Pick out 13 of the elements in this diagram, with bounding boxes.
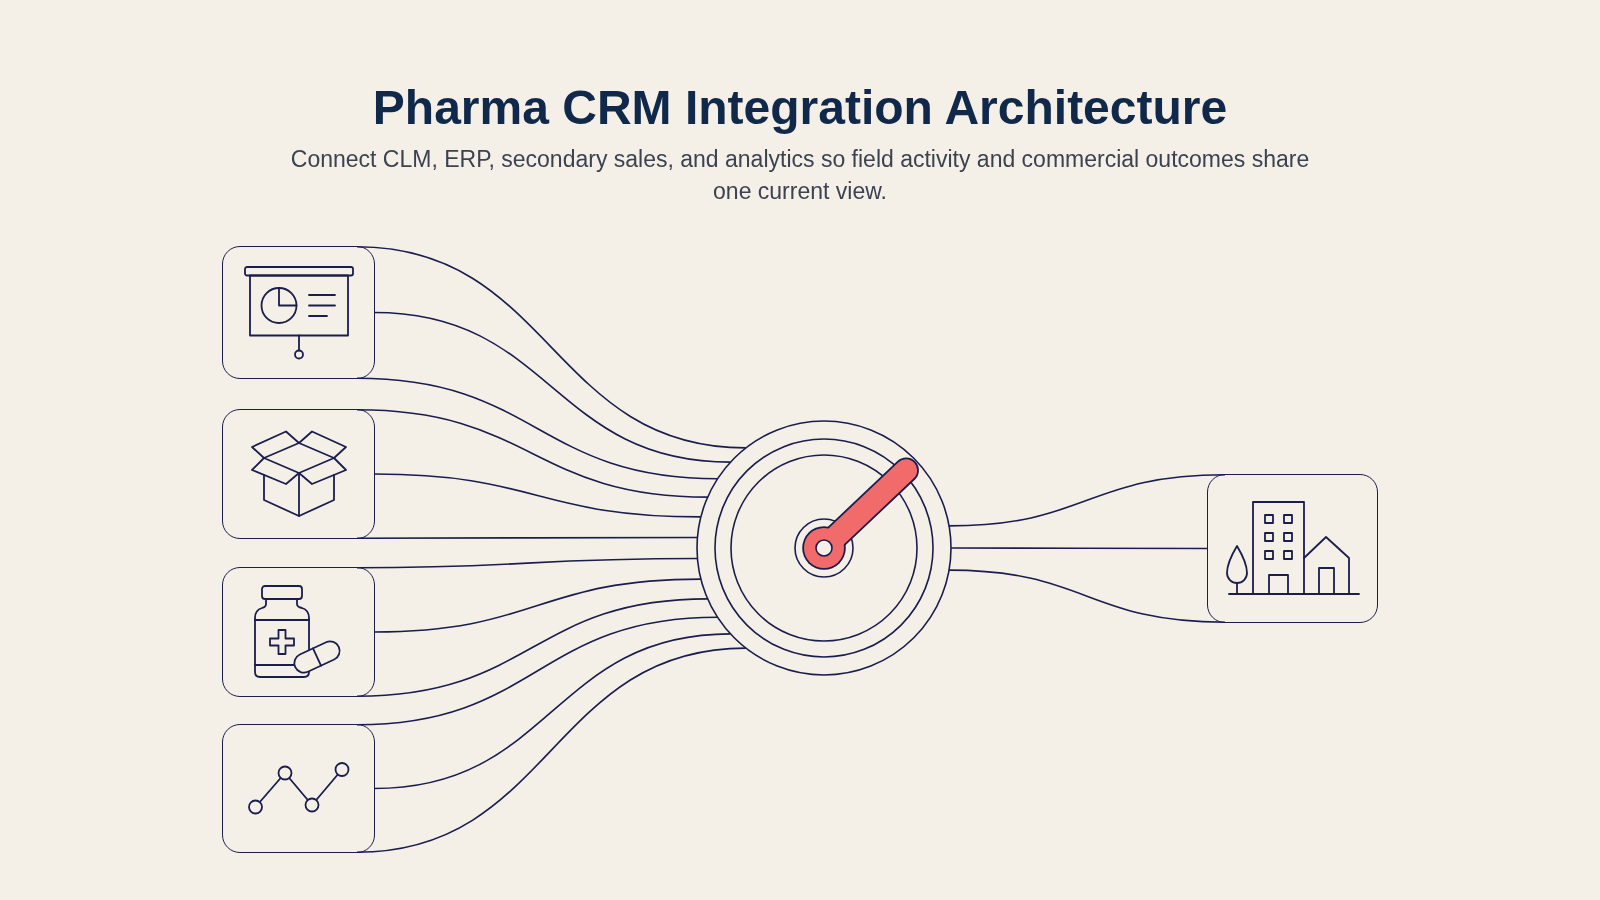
connector-line: [373, 578, 702, 633]
title: Pharma CRM Integration Architecture: [372, 80, 1228, 136]
connector-line: [950, 547, 1209, 550]
subtitle: Connect CLM, ERP, secondary sales, and analytics so field activity and commercial outcomes share one current view.: [289, 145, 1311, 206]
icon-tile: [222, 567, 375, 697]
icon-tile: [1207, 474, 1378, 623]
connector-line: [373, 473, 702, 518]
icon-tile: [222, 409, 375, 539]
hub-rings: [696, 420, 952, 676]
connector-line: [373, 311, 732, 463]
icon-tile: [222, 724, 375, 853]
icon-tile: [222, 246, 375, 379]
connector-line: [373, 633, 732, 790]
